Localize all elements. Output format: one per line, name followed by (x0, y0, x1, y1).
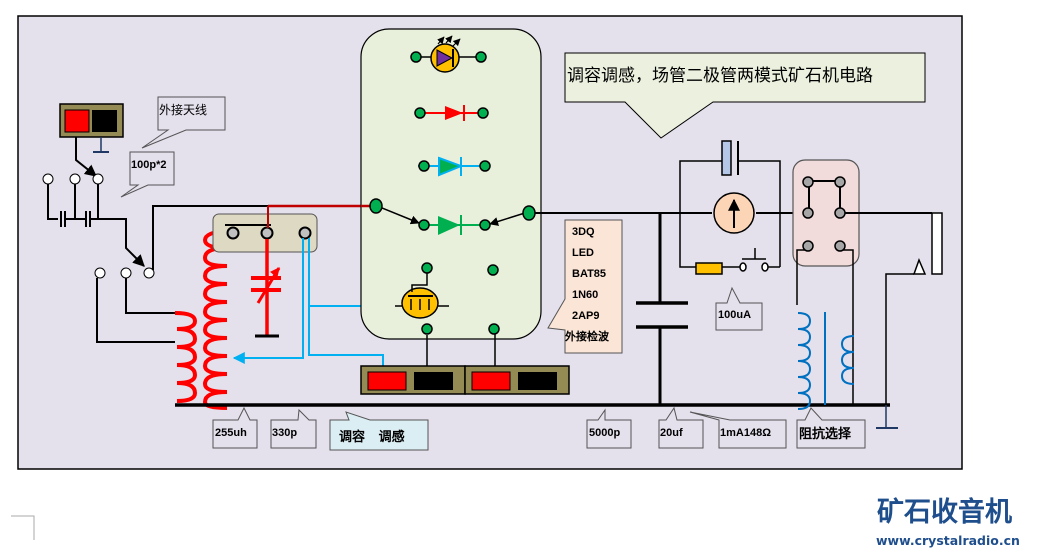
cap-5000p-callout: 5000p (586, 408, 632, 449)
detector-1n60: 1N60 (572, 289, 598, 301)
tune-mode-switch (212, 213, 318, 253)
cap-100p-label: 100p*2 (131, 159, 166, 171)
ground-symbol (876, 405, 898, 429)
crop-mark (11, 515, 35, 540)
diode-red (414, 105, 489, 121)
title-callout: 调容调感，场管二极管两模式矿石机电路 (564, 52, 926, 139)
primary-coil (174, 311, 198, 403)
variable-capacitor-330p (251, 239, 281, 338)
detector-bat85: BAT85 (572, 268, 606, 280)
tune-mode-label: 调容 调感 (339, 429, 405, 445)
title-text: 调容调感，场管二极管两模式矿石机电路 (567, 66, 873, 86)
impedance-transformer (797, 312, 855, 410)
capacitor-5000p (636, 213, 688, 405)
diode-blue (418, 156, 491, 177)
coil-255uh-label: 255uh (215, 427, 247, 439)
detector-panel (360, 28, 542, 340)
fet-detector (395, 262, 500, 367)
brand-logo: 矿石收音机 www.crystalradio.cn (876, 496, 1020, 548)
meter-network (660, 140, 806, 275)
coil-tap-switch (94, 205, 268, 343)
cap-20uf-callout: 20uf (658, 406, 704, 449)
diode-green-selected (361, 198, 660, 235)
brand-name: 矿石收音机 (877, 496, 1012, 528)
cap-5000p-label: 5000p (589, 427, 620, 439)
impedance-callout: 阻抗选择 (796, 407, 866, 449)
ground-symbol-antenna (93, 137, 109, 153)
earphone (845, 212, 943, 405)
secondary-coil-255uh (202, 228, 231, 410)
led-detector (410, 35, 487, 73)
detector-list-callout: 3DQ LED BAT85 1N60 2AP9 外接检波 (547, 219, 623, 354)
cap-330p-label: 330p (272, 427, 297, 439)
antenna-label: 外接天线 (159, 102, 207, 117)
brand-url: www.crystalradio.cn (876, 533, 1020, 548)
cap-100p-callout: 100p*2 (120, 151, 175, 198)
meter-100ua-label: 100uA (718, 309, 751, 321)
meter-100ua-callout: 100uA (715, 286, 763, 331)
detector-terminal-strip (360, 365, 570, 395)
detector-3dq: 3DQ (572, 226, 595, 238)
cap-20uf-label: 20uf (660, 427, 683, 439)
tune-mode-callout: 调容 调感 (329, 411, 429, 451)
earphone-1ma-label: 1mA148Ω (720, 427, 771, 439)
antenna-terminal (59, 103, 124, 138)
antenna-callout: 外接天线 (141, 96, 226, 149)
detector-2ap9: 2AP9 (572, 310, 600, 322)
coil-255uh-callout: 255uh (212, 406, 258, 449)
impedance-switch (792, 159, 860, 405)
impedance-label: 阻抗选择 (799, 426, 852, 442)
antenna-cap-switch (42, 173, 145, 267)
detector-external: 外接检波 (564, 329, 610, 343)
cap-330p-callout: 330p (270, 408, 317, 449)
detector-led: LED (572, 247, 594, 259)
earphone-1ma-callout: 1mA148Ω (689, 411, 787, 449)
